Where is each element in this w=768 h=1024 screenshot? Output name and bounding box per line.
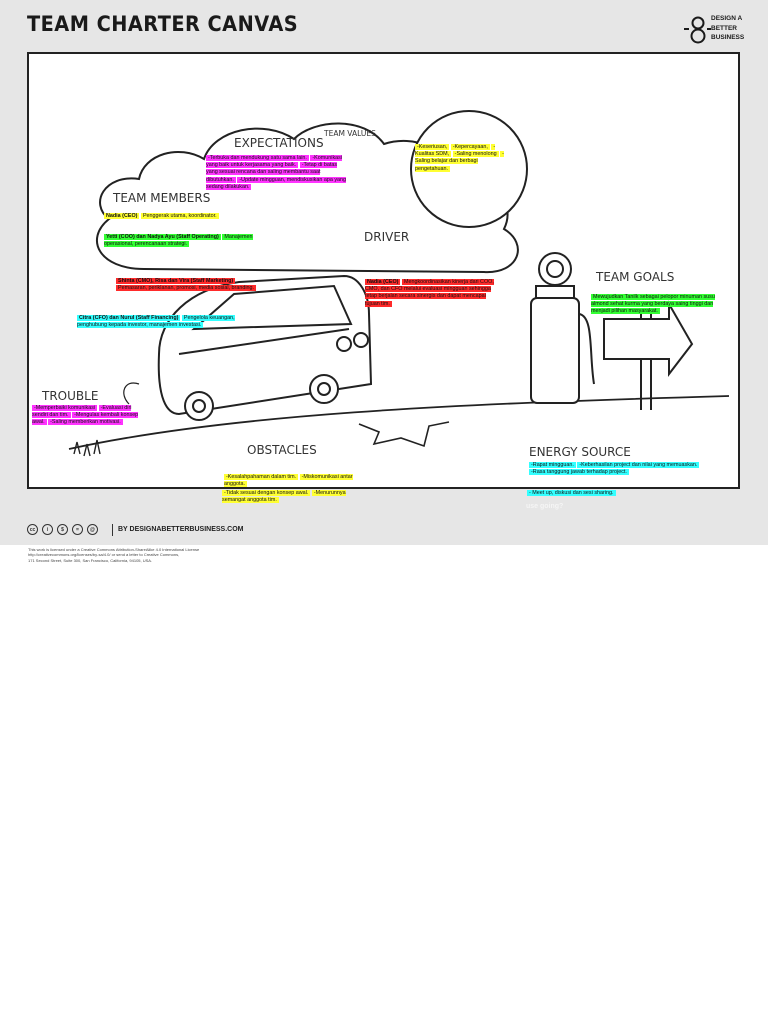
brand-line-2: BETTER xyxy=(711,24,737,32)
note-line: - Meet up, diskusi dan sesi sharing. xyxy=(527,490,616,496)
brand-line-1: DESIGN A xyxy=(711,15,743,22)
brand-logo-icon xyxy=(684,16,711,44)
brand-line-3: BUSINESS xyxy=(711,34,745,41)
attribution-icon: i xyxy=(42,524,53,535)
note-obstacles: -Kesalahpahaman dalam tim. -Miskomunikas… xyxy=(224,474,354,488)
ground-crack-icon xyxy=(358,421,450,448)
noderivs-icon: = xyxy=(72,524,83,535)
note-member-cfo: Citra (CFO) dan Nurul (Staff Financing) … xyxy=(77,315,235,329)
license-text: This work is licensed under a Creative C… xyxy=(28,547,199,563)
label-team-goals: TEAM GOALS xyxy=(596,270,675,284)
label-energy-source: ENERGY SOURCE xyxy=(529,445,631,459)
sharealike-icon: @ xyxy=(87,524,98,535)
note-line: -Rapat mingguan. xyxy=(529,462,576,468)
ground-line xyxy=(68,395,730,450)
cc-icon: cc xyxy=(27,524,38,535)
grass-icon xyxy=(73,439,101,457)
note-line: -Kesalahpahaman dalam tim. xyxy=(224,474,299,480)
brand-text: DESIGN A BETTER BUSINESS xyxy=(711,14,744,43)
license-line: This work is licensed under a Creative C… xyxy=(28,547,200,552)
note-line: -Saling memberikan motivasi. xyxy=(48,419,123,426)
note-line: -Keberhasilan project dan nilai yang mem… xyxy=(577,462,700,468)
label-team-values: TEAM VALUES xyxy=(324,129,376,138)
note-member-ceo: Nadia (CEO) Penggerak utama, koordinator… xyxy=(104,213,219,219)
note-expectations: -Terbuka dan mendukung satu sama lain. -… xyxy=(206,155,348,191)
note-energy-continued: - Meet up, diskusi dan sesi sharing. xyxy=(527,490,677,497)
note-member-coo: Yetti (COO) dan Nadya Ayu (Staff Operati… xyxy=(104,234,253,248)
page-title: TEAM CHARTER CANVAS xyxy=(27,12,299,36)
gas-pump-icon xyxy=(530,252,595,404)
label-expectations: EXPECTATIONS xyxy=(234,136,324,150)
note-line: -Rasa tanggung jawab terhadap project. xyxy=(529,469,629,476)
note-member-cmo: Shinta (CMO), Risa dan Vira (Staff Marke… xyxy=(116,278,257,292)
label-obstacles: OBSTACLES xyxy=(247,443,317,457)
note-trouble: -Memperbaiki komunikasi -Evaluasi diri s… xyxy=(32,405,142,427)
note-line: -Tidak sesuai dengan konsep awal. xyxy=(222,490,311,496)
cc-license-icons: cc i $ = @ xyxy=(27,524,98,538)
label-trouble: TROUBLE xyxy=(42,389,99,403)
footer-credit: BY DESIGNABETTERBUSINESS.COM xyxy=(112,524,244,536)
signpost-icon xyxy=(603,300,694,410)
license-line: 171 Second Street, Suite 300, San Franci… xyxy=(28,557,153,563)
note-line: -Kepercayaan, xyxy=(450,144,490,150)
team-values-circle xyxy=(410,110,528,228)
label-team-members: TEAM MEMBERS xyxy=(113,191,211,205)
note-energy-source: -Rapat mingguan. -Keberhasilan project d… xyxy=(529,462,704,476)
note-line: -Memperbaiki komunikasi xyxy=(32,405,98,411)
note-team-goals: Mewujudkan Tanilk sebagai pelopor minuma… xyxy=(591,294,715,315)
note-line: -Saling menolong xyxy=(452,151,499,158)
label-driver: DRIVER xyxy=(364,230,410,244)
bus-icon xyxy=(123,274,373,421)
note-team-values: -Keseriusan, -Kepercayaan, -Kualitas SDM… xyxy=(415,144,505,173)
noncommercial-icon: $ xyxy=(57,524,68,535)
note-line: -Keseriusan, xyxy=(415,144,450,150)
license-line: http://creativecommons.org/licenses/by-s… xyxy=(28,552,180,558)
note-line: -Terbuka dan mendukung satu sama lain. xyxy=(206,155,309,161)
canvas-frame: EXPECTATIONS TEAM VALUES TEAM MEMBERS DR… xyxy=(27,52,740,489)
overlay-text: use going? xyxy=(526,503,564,510)
note-driver: Nadia (CEO) Mengkoordinasikan kinerja da… xyxy=(365,279,494,307)
note-obstacles-continued: -Tidak sesuai dengan konsep awal. -Menur… xyxy=(222,490,362,504)
